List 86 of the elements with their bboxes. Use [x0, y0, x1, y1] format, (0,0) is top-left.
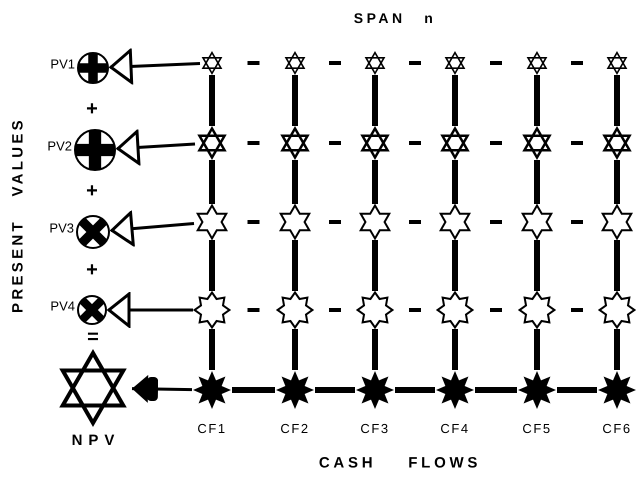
connector-line: [315, 387, 355, 393]
outline-star: [357, 204, 393, 240]
value-label: NPV: [70, 433, 120, 448]
connector-line: [475, 387, 517, 393]
outline-star: [598, 291, 636, 329]
connector-line: [209, 160, 215, 204]
plus-sign: +: [86, 99, 98, 119]
connector-line: [372, 75, 378, 126]
cash-flow-label: CF1: [197, 422, 227, 435]
connector-line: [209, 329, 215, 370]
outline-star: [194, 204, 230, 240]
hexagram-star: [200, 51, 224, 75]
cash-flow-label: CF2: [280, 422, 310, 435]
connector-line: [292, 75, 298, 126]
hexagram-star: [363, 51, 387, 75]
outline-star: [356, 291, 394, 329]
filled-star: [275, 370, 315, 410]
connector-line: [534, 329, 540, 370]
plus-sign: +: [86, 181, 98, 201]
value-label: PV2: [47, 140, 72, 152]
hexagram-star: [278, 126, 312, 160]
connector-line: [557, 387, 597, 393]
outline-star: [193, 291, 231, 329]
cash-flow-label: CF5: [522, 422, 552, 435]
hexagram-star: [520, 126, 554, 160]
connector-line: [372, 240, 378, 291]
connector-line: [372, 329, 378, 370]
connector-line: [452, 329, 458, 370]
axis-title: PRESENT VALUES: [10, 117, 26, 313]
hexagram-star: [605, 51, 629, 75]
outline-star: [276, 291, 314, 329]
filled-star: [192, 370, 232, 410]
equals-sign: =: [87, 327, 99, 347]
outline-star: [277, 204, 313, 240]
cash-flow-label: CF3: [360, 422, 390, 435]
arrow: [110, 48, 200, 84]
outline-star: [599, 204, 635, 240]
connector-line: [395, 387, 435, 393]
connector-line: [292, 329, 298, 370]
filled-star: [435, 370, 475, 410]
cash-flow-label: CF4: [440, 422, 470, 435]
hexagram-star: [525, 51, 549, 75]
hexagram-star: [443, 51, 467, 75]
cross-circle-symbol: [75, 214, 111, 250]
arrow: [116, 130, 196, 165]
arrow: [108, 292, 193, 328]
connector-line: [452, 240, 458, 291]
outline-star: [437, 204, 473, 240]
plus-circle-symbol: [76, 51, 110, 85]
outline-star: [518, 291, 556, 329]
arrow: [110, 211, 194, 246]
cash-flow-label: CF6: [602, 422, 632, 435]
connector-line: [209, 240, 215, 291]
connector-line: [292, 240, 298, 291]
hexagram-star: [358, 126, 392, 160]
connector-line: [534, 75, 540, 126]
value-label: PV3: [49, 222, 74, 234]
hexagram-star: [283, 51, 307, 75]
connector-line: [292, 160, 298, 204]
connector-line: [534, 160, 540, 204]
filled-star: [597, 370, 637, 410]
hexagram-star: [600, 126, 634, 160]
filled-star: [517, 370, 557, 410]
hexagram-star: [438, 126, 472, 160]
plus-sign: +: [86, 260, 98, 280]
plus-circle-symbol: [73, 128, 117, 172]
connector-line: [209, 75, 215, 126]
connector-line: [452, 160, 458, 204]
outline-star: [436, 291, 474, 329]
outline-star: [519, 204, 555, 240]
hexagram-star: [195, 126, 229, 160]
arrow: [132, 374, 192, 403]
connector-line: [614, 75, 620, 126]
connector-line: [614, 240, 620, 291]
value-label: PV4: [50, 300, 75, 312]
axis-title: SPAN n: [354, 11, 436, 25]
connector-line: [534, 240, 540, 291]
connector-line: [372, 160, 378, 204]
connector-line: [614, 329, 620, 370]
connector-line: [452, 75, 458, 126]
connector-line: [232, 387, 275, 393]
connector-line: [614, 160, 620, 204]
axis-title: CASH FLOWS: [318, 456, 482, 470]
cross-circle-symbol: [76, 294, 108, 326]
value-label: PV1: [50, 58, 75, 70]
filled-star: [355, 370, 395, 410]
